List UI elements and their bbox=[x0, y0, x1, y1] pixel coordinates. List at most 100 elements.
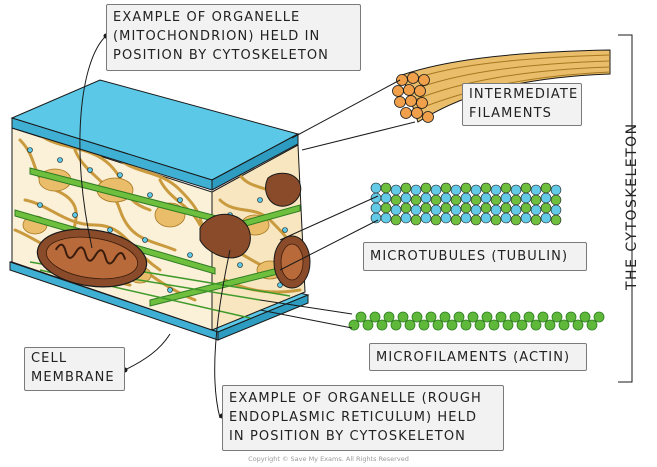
actin-subunit bbox=[390, 319, 402, 331]
actin-subunit bbox=[551, 311, 563, 323]
tubulin-subunit bbox=[510, 204, 522, 216]
tubulin-subunit bbox=[460, 192, 472, 204]
tubulin-subunit bbox=[470, 194, 482, 206]
cytoskeleton-title: THE CYTOSKELETON bbox=[624, 122, 640, 290]
actin-subunit bbox=[362, 319, 374, 331]
tubulin-subunit bbox=[390, 194, 402, 206]
actin-subunit bbox=[481, 311, 493, 323]
tubulin-subunit bbox=[540, 182, 552, 194]
actin-subunit bbox=[530, 319, 542, 331]
tubulin-subunit bbox=[520, 202, 532, 214]
intermediate-filaments-line-2: FILAMENTS bbox=[469, 106, 552, 121]
actin-subunit bbox=[425, 311, 437, 323]
tubulin-subunit bbox=[510, 184, 522, 196]
actin-subunit bbox=[579, 311, 591, 323]
actin-subunit bbox=[502, 319, 514, 331]
tubulin-subunit bbox=[490, 204, 502, 216]
tubulin-subunit bbox=[550, 184, 562, 196]
intermediate-filaments-label: INTERMEDIATE FILAMENTS bbox=[462, 83, 582, 126]
tubulin-subunit bbox=[420, 182, 432, 194]
actin-subunit bbox=[516, 319, 528, 331]
actin-subunit bbox=[544, 319, 556, 331]
actin-subunit bbox=[495, 311, 507, 323]
tubulin-subunit bbox=[440, 212, 452, 224]
actin-subunit bbox=[376, 319, 388, 331]
tubulin-subunit bbox=[420, 212, 432, 224]
cytoskeleton-bracket bbox=[618, 34, 633, 383]
tubulin-subunit bbox=[430, 184, 442, 196]
tubulin-subunit bbox=[500, 212, 512, 224]
tubulin-subunit bbox=[550, 194, 562, 206]
tubulin-subunit bbox=[420, 202, 432, 214]
top-membrane-edge-right bbox=[211, 133, 299, 191]
actin-subunit bbox=[593, 311, 605, 323]
tubulin-subunit bbox=[500, 182, 512, 194]
tubulin-subunit bbox=[520, 182, 532, 194]
tubulin-subunit bbox=[410, 204, 422, 216]
actin-subunit bbox=[488, 319, 500, 331]
tubulin-subunit bbox=[450, 184, 462, 196]
actin-chain bbox=[348, 311, 605, 331]
mitochondrion-label-line-2: (MITOCHONDRION) HELD IN bbox=[113, 29, 321, 44]
tubulin-subunit bbox=[450, 204, 462, 216]
tubulin-subunit bbox=[380, 212, 392, 224]
tubulin-subunit bbox=[440, 182, 452, 194]
leader-lines bbox=[79, 35, 416, 419]
microtubule-detail bbox=[370, 182, 562, 226]
rough-er bbox=[199, 172, 311, 289]
rough-er-label-line-2: ENDOPLASMIC RETICULUM) HELD bbox=[229, 410, 478, 425]
tubulin-subunit bbox=[480, 192, 492, 204]
intermediate-filaments-line-1: INTERMEDIATE bbox=[469, 87, 579, 102]
tubulin-subunit bbox=[440, 192, 452, 204]
actin-subunit bbox=[572, 319, 584, 331]
rough-er-label-line-1: EXAMPLE OF ORGANELLE (ROUGH bbox=[229, 391, 482, 406]
actin-subunit bbox=[369, 311, 381, 323]
actin-subunit bbox=[453, 311, 465, 323]
tubulin-subunit bbox=[480, 212, 492, 224]
microtubules-label-text: MICROTUBULES (TUBULIN) bbox=[370, 249, 569, 264]
actin-subunit bbox=[383, 311, 395, 323]
rough-er-label-line-3: IN POSITION BY CYTOSKELETON bbox=[229, 429, 467, 444]
tubulin-subunit bbox=[540, 212, 552, 224]
tubulin-subunit bbox=[410, 214, 422, 226]
tubulin-subunit bbox=[470, 204, 482, 216]
actin-subunit bbox=[404, 319, 416, 331]
mitochondrion-label-line-1: EXAMPLE OF ORGANELLE bbox=[113, 10, 301, 25]
tubulin-subunit bbox=[480, 182, 492, 194]
cell-membrane-line-2: MEMBRANE bbox=[31, 370, 115, 385]
actin-subunit bbox=[509, 311, 521, 323]
microfilaments-label: MICROFILAMENTS (ACTIN) bbox=[369, 343, 587, 371]
tubulin-subunit bbox=[460, 202, 472, 214]
tubulin-subunit bbox=[530, 194, 542, 206]
copyright-notice: Copyright © Save My Exams. All Rights Re… bbox=[248, 455, 409, 463]
actin-subunit bbox=[418, 319, 430, 331]
tubulin-subunit bbox=[450, 194, 462, 206]
tubulin-subunit bbox=[550, 204, 562, 216]
actin-subunit bbox=[523, 311, 535, 323]
tubulin-subunit bbox=[490, 194, 502, 206]
tubulin-subunit bbox=[470, 184, 482, 196]
actin-subunit bbox=[474, 319, 486, 331]
tubulin-subunit bbox=[430, 204, 442, 216]
actin-subunit bbox=[467, 311, 479, 323]
actin-subunit bbox=[537, 311, 549, 323]
actin-subunit bbox=[446, 319, 458, 331]
tubulin-subunit bbox=[400, 192, 412, 204]
tubulin-subunit bbox=[430, 214, 442, 226]
tubulin-subunit bbox=[390, 204, 402, 216]
actin-subunit bbox=[586, 319, 598, 331]
actin-subunit bbox=[432, 319, 444, 331]
tubulin-subunit bbox=[470, 214, 482, 226]
tubulin-subunit bbox=[380, 202, 392, 214]
actin-subunit bbox=[565, 311, 577, 323]
tubulin-subunit bbox=[410, 184, 422, 196]
mitochondrion bbox=[36, 228, 148, 288]
actin-subunit bbox=[460, 319, 472, 331]
bottom-membrane-edge-right bbox=[217, 294, 309, 341]
tubulin-subunit bbox=[490, 184, 502, 196]
tubulin-subunit bbox=[510, 214, 522, 226]
mitochondrion-label-line-3: POSITION BY CYTOSKELETON bbox=[113, 48, 330, 63]
mitochondrion-label: EXAMPLE OF ORGANELLE (MITOCHONDRION) HEL… bbox=[106, 4, 361, 71]
tubulin-subunit bbox=[460, 212, 472, 224]
